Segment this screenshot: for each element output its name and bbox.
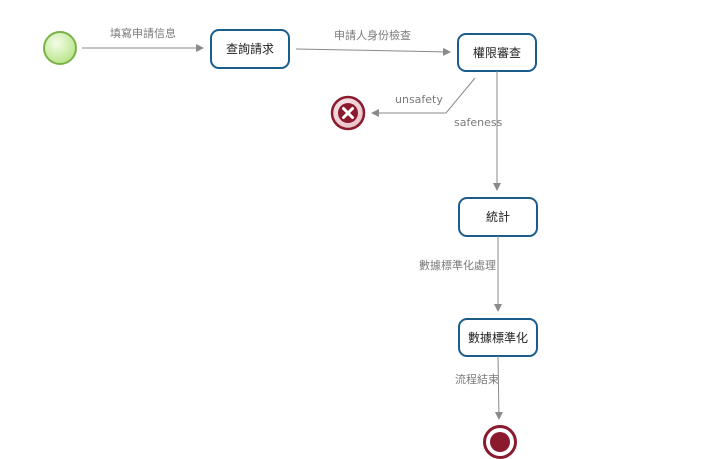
flow-label-unsafety: unsafety [395, 93, 443, 106]
flow-line [494, 355, 503, 420]
task-query-request[interactable]: 查詢請求 [210, 29, 290, 69]
flow-label-process-end: 流程結束 [455, 372, 499, 386]
flow-normalization-processing[interactable]: 數據標準化處理 [419, 236, 502, 312]
flow-label-fill-application: 填寫申請信息 [110, 26, 176, 40]
task-permission-review[interactable]: 權限審查 [457, 33, 537, 72]
flow-fill-application[interactable]: 填寫申請信息 [82, 26, 204, 52]
end-event[interactable] [483, 425, 517, 459]
flow-label-normalization-processing: 數據標準化處理 [419, 258, 496, 272]
flow-process-end[interactable]: 流程結束 [455, 355, 503, 420]
start-event-icon [43, 31, 77, 65]
task-label-query-request: 查詢請求 [226, 41, 274, 56]
flow-label-safeness: safeness [454, 116, 503, 129]
flow-line [295, 47, 451, 56]
error-end-event[interactable] [330, 95, 366, 131]
flow-applicant-identity-check[interactable]: 申請人身份檢查 [295, 28, 451, 56]
flow-line [371, 77, 476, 117]
task-statistics[interactable]: 統計 [458, 197, 538, 237]
flow-unsafety[interactable]: unsafety [371, 77, 476, 117]
task-data-normalization[interactable]: 數據標準化 [458, 318, 538, 357]
close-icon [342, 107, 354, 119]
flow-label-applicant-identity-check: 申請人身份檢查 [334, 28, 411, 42]
task-box [210, 29, 290, 69]
end-event-inner-disc [490, 432, 510, 452]
task-label-data-normalization: 數據標準化 [468, 330, 528, 345]
start-event[interactable] [43, 31, 77, 65]
flow-safeness[interactable]: safeness [454, 71, 503, 191]
task-label-permission-review: 權限審查 [473, 45, 521, 60]
task-label-statistics: 統計 [486, 209, 510, 224]
